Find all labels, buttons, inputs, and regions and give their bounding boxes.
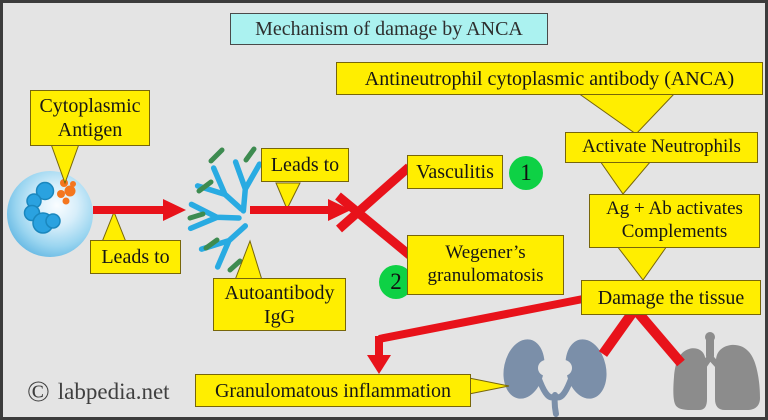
branch-to-vasculitis — [336, 163, 412, 233]
wegeners-granulomatosis-box: Wegener’s granulomatosis — [407, 235, 564, 295]
granulomatous-callout-tail — [468, 377, 510, 395]
lungs-icon — [673, 332, 760, 410]
leads1-callout-tail — [101, 210, 127, 243]
anca-label-box: Antineutrophil cytoplasmic antibody (ANC… — [336, 62, 763, 95]
activate-callout-tail — [599, 160, 653, 195]
leads-to-box-2: Leads to — [261, 148, 349, 182]
vasculitis-box: Vasculitis — [407, 155, 503, 189]
diagram-title: Mechanism of damage by ANCA — [230, 13, 548, 45]
neutrophil-cell-icon — [7, 171, 93, 257]
anca-callout-tail — [576, 92, 677, 135]
granulomatous-arrowhead — [367, 355, 391, 374]
flow-arrows — [93, 163, 685, 374]
watermark: © labpedia.net — [27, 377, 170, 407]
cytoplasmic-antigen-box: Cytoplasmic Antigen — [30, 90, 150, 146]
step-badge-1: 1 — [509, 156, 543, 190]
antigen-binding-tips-icon — [187, 146, 257, 273]
damage-to-lungs-line — [631, 305, 685, 367]
watermark-text: labpedia.net — [57, 379, 170, 404]
leads-to-box-1: Leads to — [90, 240, 181, 274]
igg-antibody-cluster-icon — [187, 146, 263, 273]
granulomatous-inflammation-box: Granulomatous inflammation — [195, 374, 471, 407]
kidneys-icon — [503, 339, 607, 417]
leads2-callout-tail — [275, 182, 301, 211]
branch-to-wegeners — [335, 192, 416, 262]
agab-callout-tail — [615, 245, 668, 281]
damage-tissue-box: Damage the tissue — [581, 280, 761, 315]
damage-to-kidneys-line — [598, 306, 640, 357]
ag-ab-complements-box: Ag + Ab activates Complements — [589, 194, 760, 248]
diagram-artwork — [7, 92, 760, 417]
damage-to-granulomatous-line — [378, 295, 584, 343]
activate-neutrophils-box: Activate Neutrophils — [565, 132, 758, 163]
copyright-icon: © — [27, 375, 50, 408]
autoantibody-igg-box: Autoantibody IgG — [213, 278, 346, 331]
